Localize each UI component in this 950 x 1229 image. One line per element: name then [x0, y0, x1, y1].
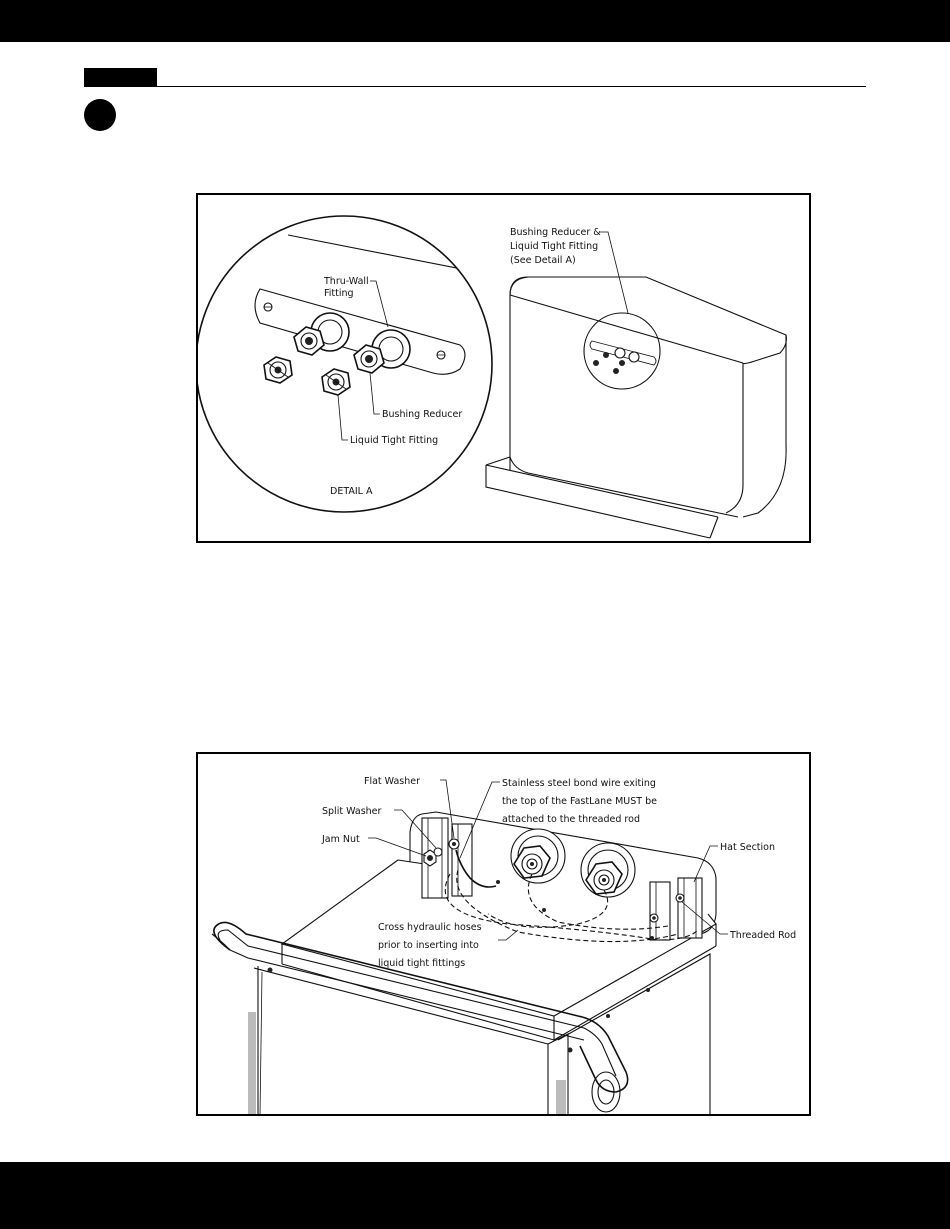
header-bar — [0, 0, 950, 42]
detail-a-label: DETAIL A — [330, 486, 373, 497]
callout-hoses-line2: prior to inserting into — [378, 940, 479, 951]
callout-bond-wire-line2: the top of the FastLane MUST be — [502, 796, 657, 807]
bond-wire — [455, 849, 497, 888]
callout-bond-wire-line1: Stainless steel bond wire exiting — [502, 778, 656, 789]
callout-bushing-and-fitting-line3: (See Detail A) — [510, 255, 576, 266]
hydraulic-hose-2 — [456, 869, 679, 943]
liquid-tight-fitting-right — [321, 368, 351, 396]
console-drawing — [485, 276, 787, 539]
grab-handle — [213, 921, 629, 1093]
callout-jam-nut: Jam Nut — [321, 834, 360, 845]
figure-detail-a: Thru-Wall Fitting Bushing Reducer Liquid… — [196, 193, 811, 543]
jam-nut-icon — [423, 849, 437, 867]
liquid-tight-fitting-left — [510, 828, 566, 884]
callout-bushing-and-fitting-line1: Bushing Reducer & — [510, 227, 601, 238]
callout-hat-section: Hat Section — [720, 842, 775, 853]
callout-bond-wire-line3: attached to the threaded rod — [502, 814, 640, 825]
callout-liquid-tight-fitting: Liquid Tight Fitting — [350, 435, 438, 446]
callout-hoses-line1: Cross hydraulic hoses — [378, 922, 482, 933]
hydraulic-hose-1 — [444, 873, 699, 941]
screw-icon — [436, 350, 446, 360]
figure-hose-installation-drawing: Flat Washer Split Washer Jam Nut Stainle… — [211, 776, 796, 1114]
callout-hoses-line3: liquid tight fittings — [378, 958, 465, 969]
callout-thru-wall-line2: Fitting — [324, 288, 354, 299]
callout-bushing-and-fitting-line2: Liquid Tight Fitting — [510, 241, 598, 252]
section-tab — [84, 68, 157, 87]
bushing-reducer-left — [293, 326, 325, 356]
detail-a-circle — [198, 215, 493, 513]
hat-section-right — [649, 877, 703, 941]
callout-threaded-rod: Threaded Rod — [729, 930, 796, 941]
liquid-tight-fitting-right — [580, 842, 636, 898]
figure-detail-a-drawing: Thru-Wall Fitting Bushing Reducer Liquid… — [198, 215, 787, 539]
callout-bushing-reducer: Bushing Reducer — [382, 409, 462, 420]
callout-split-washer: Split Washer — [322, 806, 382, 817]
flat-washer-icon — [448, 838, 460, 850]
bushing-reducer-right — [353, 344, 385, 374]
callout-flat-washer: Flat Washer — [364, 776, 420, 787]
screw-icon — [263, 302, 273, 312]
figure-hose-installation: Flat Washer Split Washer Jam Nut Stainle… — [196, 752, 811, 1116]
section-rule — [84, 86, 866, 87]
callout-thru-wall-line1: Thru-Wall — [323, 276, 369, 287]
footer-bar — [0, 1162, 950, 1229]
split-washer-icon — [433, 847, 443, 857]
step-bullet — [84, 99, 116, 131]
liquid-tight-fitting-left — [263, 356, 293, 384]
